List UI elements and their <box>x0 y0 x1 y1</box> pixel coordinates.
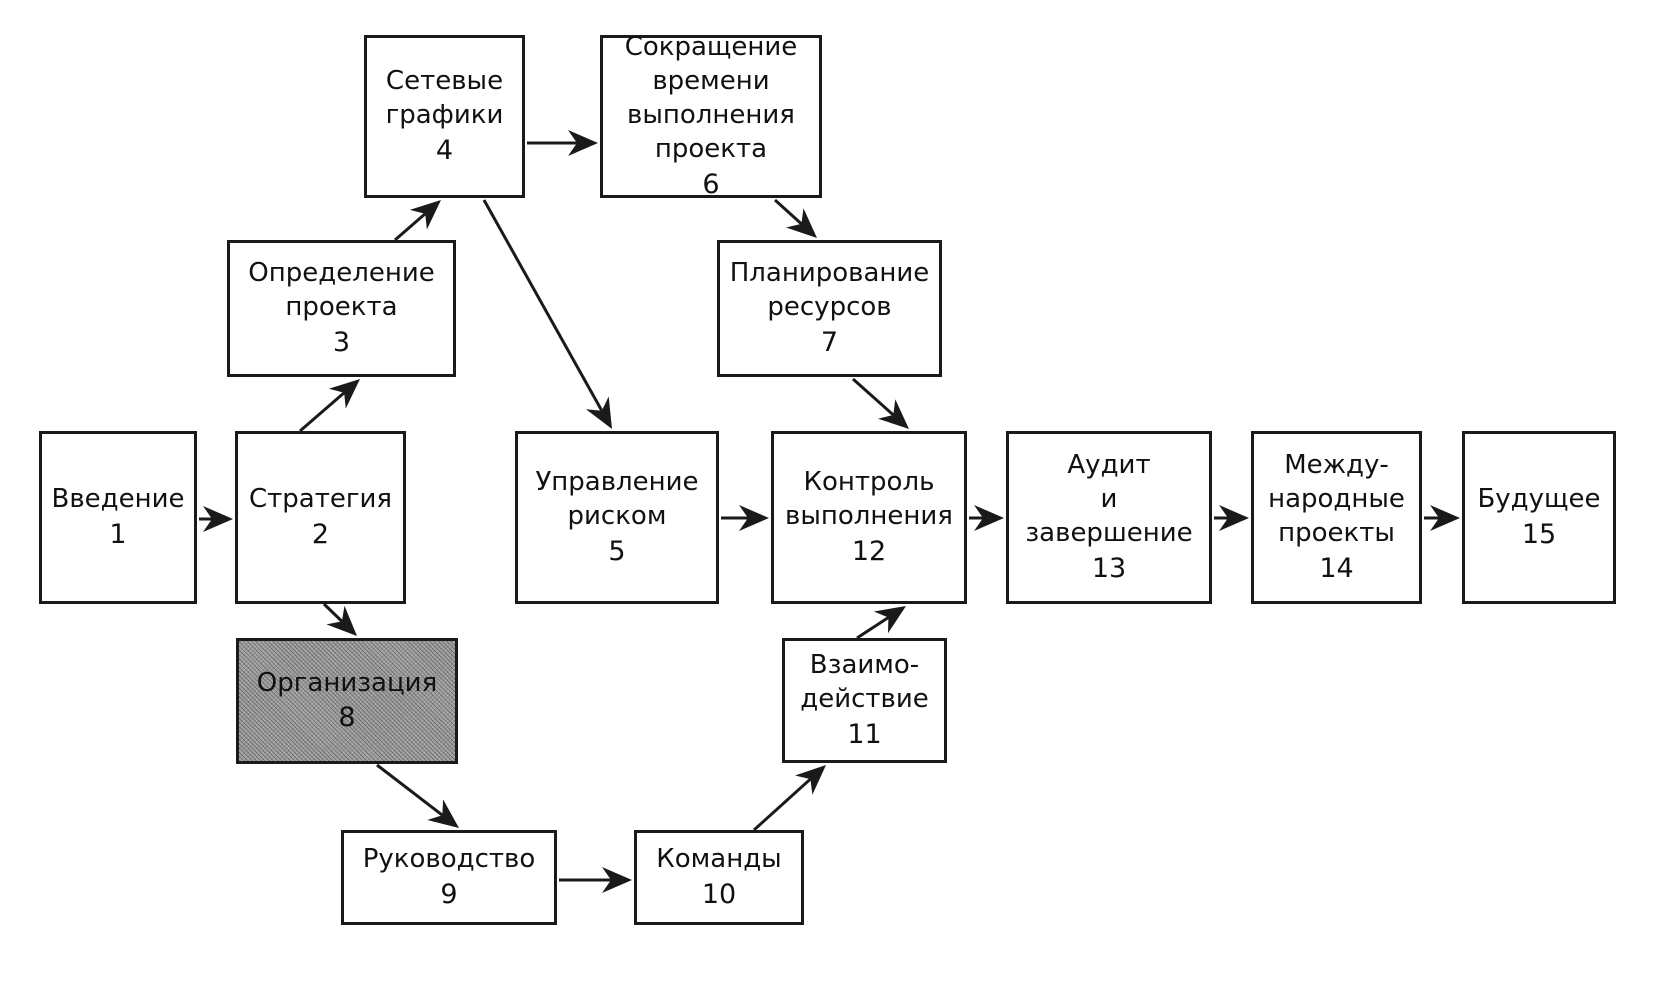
arrowhead-icon <box>1219 505 1249 531</box>
edge-line <box>394 212 427 242</box>
arrowhead-icon <box>409 200 441 230</box>
node-future: Будущее 15 <box>1462 431 1616 604</box>
edge-arrow-4-6 <box>527 130 598 156</box>
edge-arrow-8-9 <box>376 763 459 828</box>
node-label: Аудит и завершение <box>1025 450 1193 548</box>
edge-arrow-11-12 <box>856 606 906 640</box>
node-label: Взаимо- действие <box>800 650 929 714</box>
node-leadership: Руководство 9 <box>341 830 557 925</box>
arrowhead-icon <box>427 799 459 828</box>
node-number: 7 <box>820 326 839 358</box>
node-number: 13 <box>1091 552 1127 584</box>
arrowhead-icon <box>568 130 598 156</box>
node-label: Управление риском <box>535 467 699 531</box>
node-label: Команды <box>656 844 782 875</box>
node-number: 9 <box>440 878 458 910</box>
node-performance-control: Контроль выполнения 12 <box>771 431 967 604</box>
node-label: Сетевые графики <box>385 66 504 130</box>
edge-line <box>376 763 444 817</box>
node-label: Руководство <box>362 844 536 875</box>
node-network-schedules: Сетевые графики 4 <box>364 35 525 198</box>
node-audit-closure: Аудит и завершение 13 <box>1006 431 1212 604</box>
arrowhead-icon <box>974 505 1004 531</box>
arrowhead-icon <box>873 606 906 634</box>
node-number: 8 <box>338 702 356 734</box>
node-resource-planning: Планирование ресурсов 7 <box>717 240 942 377</box>
edge-line <box>299 391 346 433</box>
node-number: 1 <box>109 518 127 550</box>
node-label: Планирование ресурсов <box>729 258 930 322</box>
edge-arrow-5-12 <box>721 505 769 531</box>
node-label: Определение проекта <box>248 258 435 322</box>
node-strategy: Стратегия 2 <box>235 431 406 604</box>
node-project-definition: Определение проекта 3 <box>227 240 456 377</box>
edge-line <box>773 198 803 226</box>
edge-arrow-3-4 <box>394 200 441 242</box>
node-number: 2 <box>311 518 330 550</box>
edge-arrow-12-13 <box>969 505 1004 531</box>
node-label: Стратегия <box>248 484 393 515</box>
edge-arrow-4-5 <box>482 199 612 429</box>
node-interaction: Взаимо- действие 11 <box>782 638 947 763</box>
edge-arrow-14-15 <box>1424 505 1460 531</box>
node-label: Сокращение времени выполнения проекта <box>624 32 798 164</box>
node-organization: Организация 8 <box>236 638 458 764</box>
arrowhead-icon <box>203 506 233 532</box>
node-number: 3 <box>332 326 351 358</box>
edge-arrow-10-11 <box>752 765 826 832</box>
node-label: Контроль выполнения <box>785 467 953 531</box>
node-number: 12 <box>851 535 887 567</box>
node-international-projects: Между- народные проекты 14 <box>1251 431 1422 604</box>
edge-line <box>752 777 812 832</box>
edge-line <box>852 377 895 417</box>
node-project-time-reduction: Сокращение времени выполнения проекта 6 <box>600 32 822 200</box>
node-number: 10 <box>701 878 737 910</box>
node-number: 15 <box>1521 518 1557 550</box>
arrowhead-icon <box>1430 505 1460 531</box>
edge-arrow-6-7 <box>773 198 817 238</box>
edge-arrow-7-12 <box>852 377 909 429</box>
arrowhead-icon <box>326 605 357 636</box>
edge-line <box>482 199 604 412</box>
edge-line <box>322 602 343 623</box>
edge-arrow-13-14 <box>1214 505 1249 531</box>
node-number: 14 <box>1319 552 1354 584</box>
node-label: Будущее <box>1477 484 1601 515</box>
arrowhead-icon <box>328 379 360 409</box>
arrowhead-icon <box>786 208 817 238</box>
node-number: 5 <box>608 535 626 567</box>
edge-arrow-1-2 <box>199 506 233 532</box>
edge-arrow-9-10 <box>559 867 632 893</box>
node-teams: Команды 10 <box>634 830 804 925</box>
edge-line <box>856 616 890 640</box>
node-number: 6 <box>702 168 720 200</box>
node-risk-management: Управление риском 5 <box>515 431 719 604</box>
arrowhead-icon <box>795 765 826 795</box>
node-label: Введение <box>51 484 185 515</box>
node-introduction: Введение 1 <box>39 431 197 604</box>
node-label: Организация <box>256 667 438 698</box>
node-number: 11 <box>847 718 882 750</box>
node-number: 4 <box>435 134 454 166</box>
node-label: Между- народные проекты <box>1268 450 1405 548</box>
arrowhead-icon <box>586 396 612 429</box>
edge-arrow-2-8 <box>322 602 357 636</box>
arrowhead-icon <box>878 399 909 429</box>
arrowhead-icon <box>602 867 632 893</box>
arrowhead-icon <box>739 505 769 531</box>
edge-arrow-2-3 <box>299 379 360 433</box>
